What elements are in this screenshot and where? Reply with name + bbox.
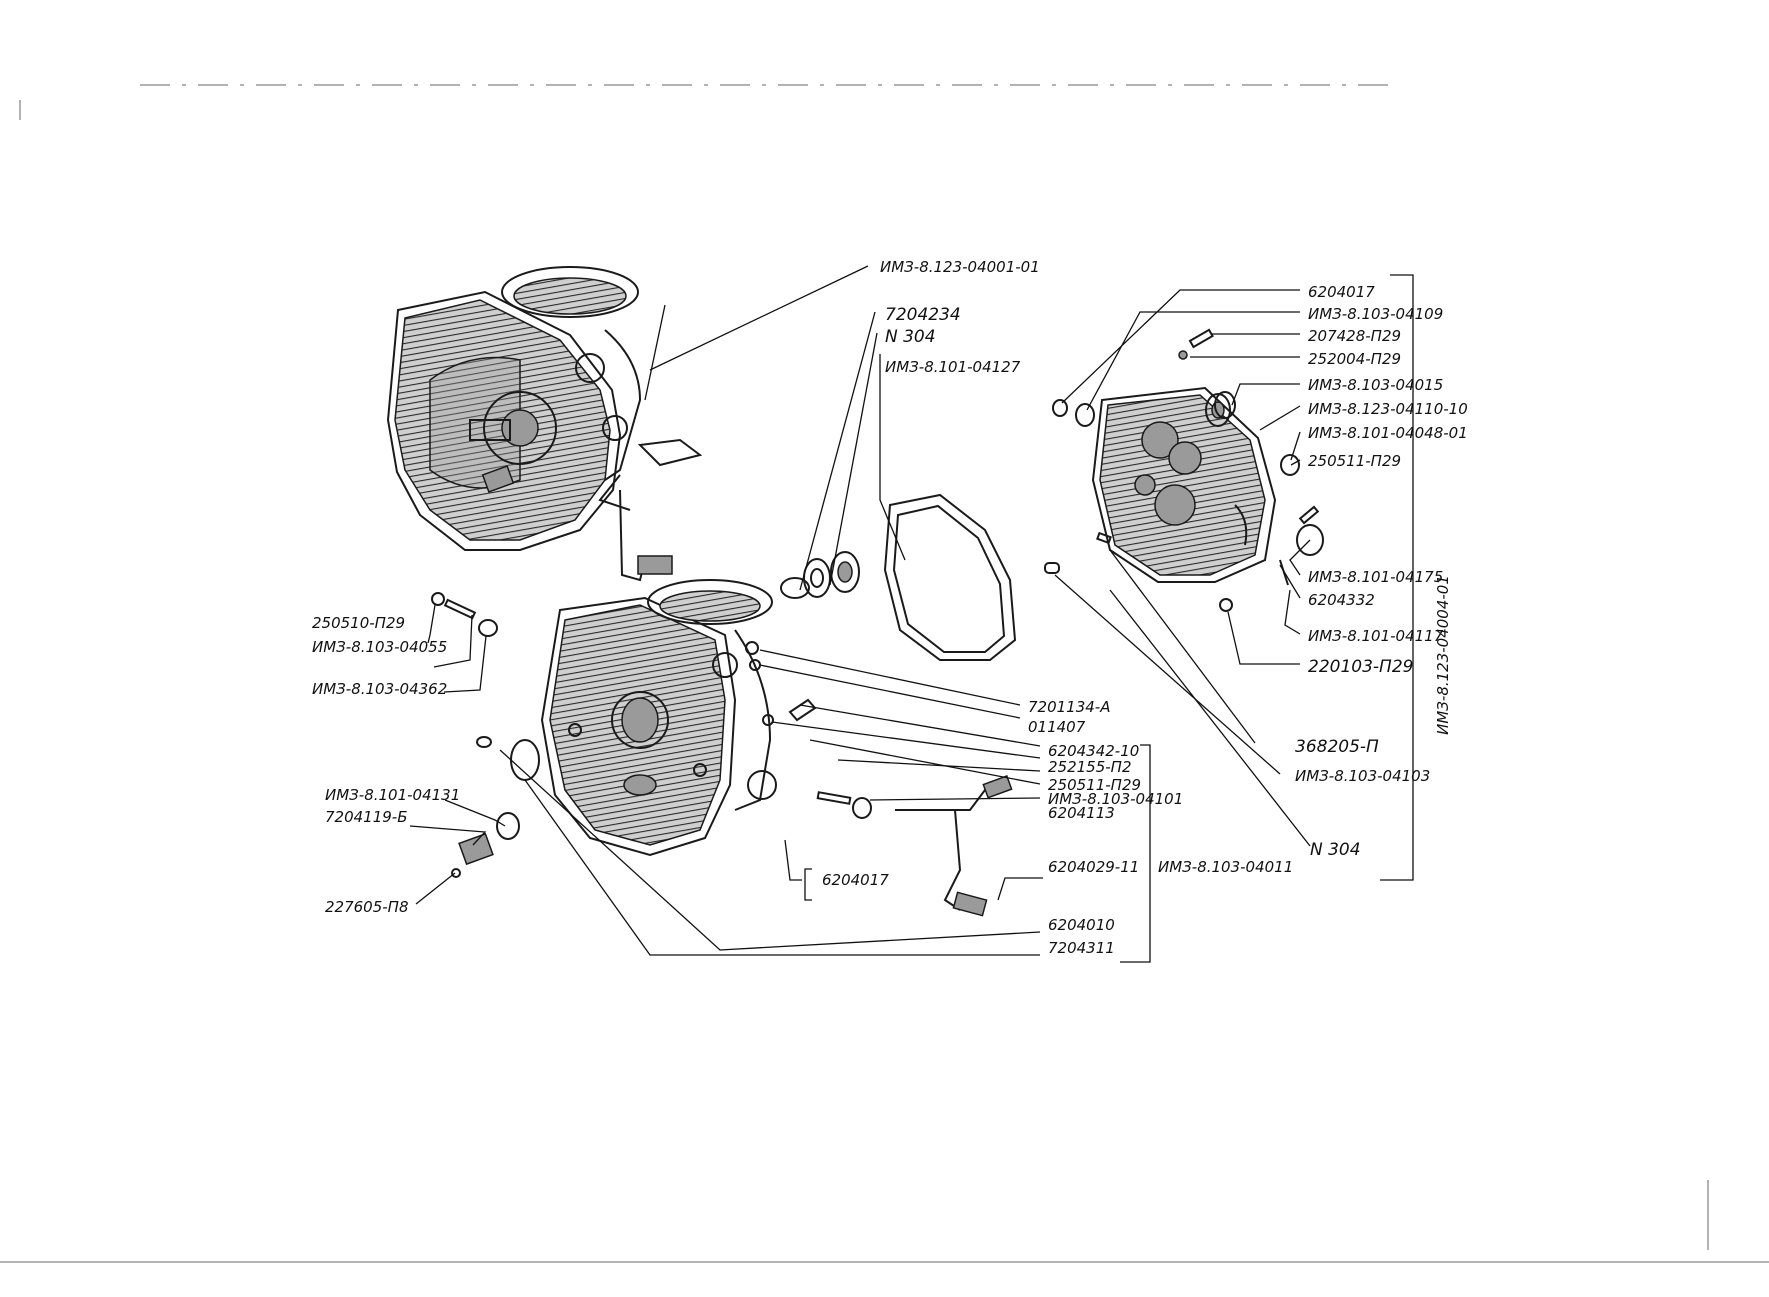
label-ring-b: N 304 (1310, 840, 1361, 860)
label-pin-b: 6204332 (1308, 591, 1375, 609)
label-gasket: ИМЗ-8.101-04127 (885, 358, 1021, 376)
label-assembly-lower: ИМЗ-8.103-04011 (1158, 858, 1293, 876)
label-stud-a: ИМЗ-8.103-04103 (1295, 767, 1430, 785)
part-labels: ИМЗ-8.123-04001-01 7204234 N 304 ИМЗ-8.1… (312, 258, 1468, 957)
label-cover-a: ИМЗ-8.123-04110-10 (1308, 400, 1468, 418)
label-bushing-b: 6204113 (1048, 804, 1115, 822)
label-axle-a: ИМЗ-8.103-04055 (312, 638, 447, 656)
label-washer-e: 250511-П29 (1048, 776, 1141, 794)
label-part-a: 6204010 (1048, 916, 1115, 934)
label-main-housing: ИМЗ-8.123-04001-01 (880, 258, 1040, 276)
label-pin-a: ИМЗ-8.101-04175 (1308, 568, 1443, 586)
label-axle-b: ИМЗ-8.103-04101 (1048, 790, 1183, 808)
label-nut-b: 6204017 (822, 871, 889, 889)
label-seal-a: ИМЗ-8.103-04015 (1308, 376, 1443, 394)
label-washer-c: 250510-П29 (312, 614, 405, 632)
label-washer-b: 250511-П29 (1308, 452, 1401, 470)
label-spring-a: ИМЗ-8.103-04362 (312, 680, 447, 698)
label-screw-b: 220103-П29 (1308, 657, 1413, 677)
label-washer-d: 252155-П2 (1048, 758, 1132, 776)
small-parts (431, 328, 1324, 917)
label-screw-a: ИМЗ-8.103-04109 (1308, 305, 1443, 323)
main-housing-drawing (386, 266, 703, 582)
label-pin-c: ИМЗ-8.101-04117 (1308, 627, 1444, 645)
label-plug-a: ИМЗ-8.101-04048-01 (1308, 424, 1468, 442)
label-plug-b: 011407 (1028, 718, 1086, 736)
label-bushing: 368205-П (1295, 737, 1379, 757)
label-nut-a: 6204017 (1308, 283, 1375, 301)
label-ring-a: N 304 (885, 327, 936, 347)
scan-artifacts (0, 84, 1769, 1263)
label-seal-b: ИМЗ-8.101-04131 (325, 786, 460, 804)
label-pedal: 6204029-11 (1048, 858, 1139, 876)
label-part-b: 7204311 (1048, 939, 1115, 957)
label-lever-a: 6204342-10 (1048, 742, 1139, 760)
label-screw-c: 227605-П8 (325, 898, 409, 916)
label-bearing-b: 7201134-А (1028, 698, 1110, 716)
label-washer-a: 252004-П29 (1308, 350, 1401, 368)
right-cover-drawing (1091, 386, 1277, 583)
leader-lines (409, 265, 1414, 963)
lower-housing-drawing (540, 579, 777, 857)
label-assembly-vertical: ИМЗ-8.123-04004-01 (1434, 575, 1452, 735)
label-bolt-a: 207428-П29 (1308, 327, 1401, 345)
label-seal-c: 7204119-Б (325, 808, 408, 826)
label-bearing-a: 7204234 (885, 305, 961, 325)
